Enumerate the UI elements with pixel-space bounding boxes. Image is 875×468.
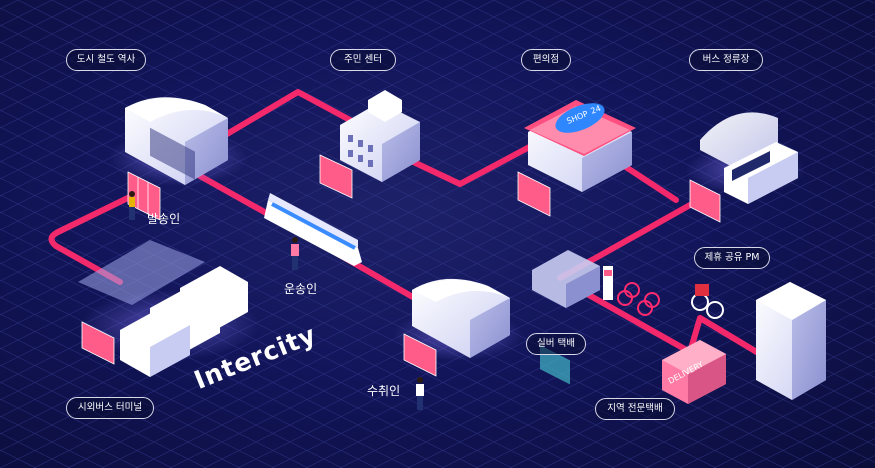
convenience-store-building <box>524 100 636 385</box>
community-center-building <box>340 90 420 182</box>
sender-person <box>129 191 135 220</box>
label-bus-terminal: 시외버스 터미널 <box>66 397 154 419</box>
locker-station <box>127 171 161 221</box>
pm-kiosk <box>603 266 613 300</box>
route-center-to-store <box>402 141 538 187</box>
shop-number-label: 24 <box>589 104 602 116</box>
locker-busstop <box>689 179 721 223</box>
label-carrier: 운송인 <box>284 282 318 296</box>
label-recipient: 수취인 <box>367 384 401 398</box>
silver-delivery-ramp <box>532 250 600 308</box>
pm-bike-rack <box>617 282 660 316</box>
label-silver-delivery: 실버 택배 <box>526 333 586 355</box>
delivery-rider <box>691 284 724 319</box>
locker-center <box>319 154 353 199</box>
label-regional-courier: 지역 전문택배 <box>595 398 675 420</box>
city-station-building <box>125 97 228 185</box>
label-shared-pm: 제휴 공유 PM <box>694 247 770 269</box>
label-bus-stop: 버스 정류장 <box>689 49 763 71</box>
route-station-to-center <box>197 89 353 153</box>
delivery-truck <box>662 340 726 404</box>
recipient-person <box>416 377 424 410</box>
route-silver-to-apartment <box>577 287 763 357</box>
label-city-station: 도시 철도 역사 <box>66 49 146 71</box>
label-community-center: 주민 센터 <box>330 49 396 71</box>
route-station-to-terminal <box>48 189 143 285</box>
terminal-buses <box>120 266 248 377</box>
bus-terminal-canopy <box>78 240 205 305</box>
apartment-building <box>756 282 826 400</box>
locker-terminal <box>81 321 115 365</box>
locker-store <box>517 171 551 217</box>
train <box>264 193 362 266</box>
label-sender: 발송인 <box>147 212 181 226</box>
label-convenience-store: 편의점 <box>521 49 571 71</box>
bus-stop-shelter <box>700 112 798 204</box>
east-station-building <box>412 278 510 358</box>
carrier-person <box>291 237 299 270</box>
locker-east-station <box>403 333 437 377</box>
